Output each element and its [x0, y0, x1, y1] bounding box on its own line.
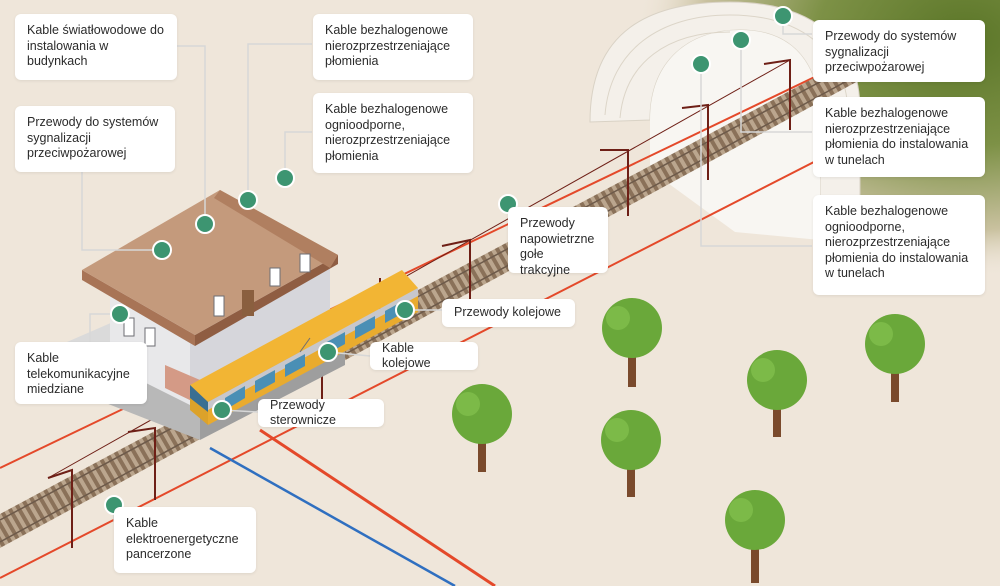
- label-przewody-kolejowe: Przewody kolejowe: [442, 299, 575, 327]
- label-kable-swiatlowodowe: Kable światłowodowe do instalowania w bu…: [15, 14, 177, 80]
- label-napowietrzne: Przewody napowietrzne gołe trakcyjne: [508, 207, 608, 277]
- label-kable-kolejowe: Kable kolejowe: [370, 341, 478, 370]
- trees: [452, 298, 925, 583]
- train: [190, 270, 418, 425]
- label-ognioodporne-tunele: Kable bezhalogenowe ognioodporne, nieroz…: [813, 195, 985, 295]
- label-przewody-sygnalizacji-right: Przewody do systemów sygnalizacji przeci…: [813, 20, 985, 82]
- label-przewody-sygnalizacji-left: Przewody do systemów sygnalizacji przeci…: [15, 106, 175, 172]
- label-bezhalogenowe-nierozprzestrzeniajace: Kable bezhalogenowe nierozprzestrzeniają…: [313, 14, 473, 80]
- label-bezhalogenowe-tunele: Kable bezhalogenowe nierozprzestrzeniają…: [813, 97, 985, 177]
- label-bezhalogenowe-ognioodporne: Kable bezhalogenowe ognioodporne, nieroz…: [313, 93, 473, 173]
- label-sterownicze: Przewody sterownicze: [258, 398, 384, 427]
- leader-lines: [81, 16, 812, 522]
- label-telekomunikacyjne: Kable telekomunikacyjne miedziane: [15, 342, 147, 404]
- label-elektroenergetyczne: Kable elektroenergetyczne pancerzone: [114, 507, 256, 573]
